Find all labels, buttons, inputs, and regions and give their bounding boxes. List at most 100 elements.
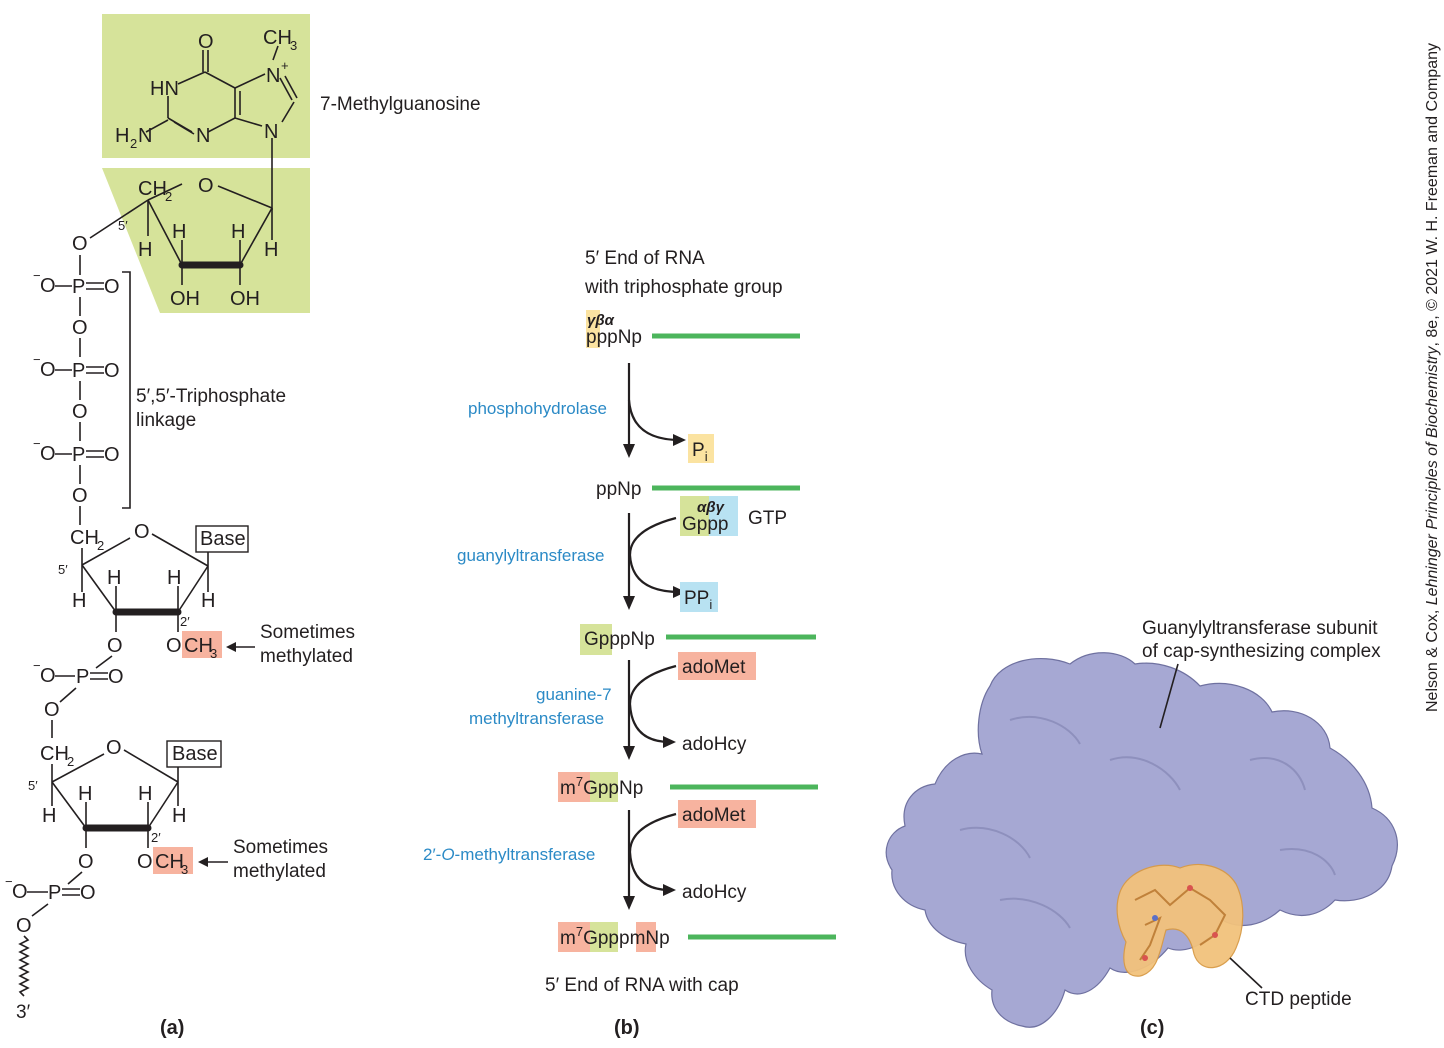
adomet-2: adoMet: [682, 805, 746, 826]
gtp-label: GTP: [748, 508, 787, 529]
svg-text:O: O: [72, 401, 88, 423]
svg-text:O: O: [78, 851, 94, 873]
methylguanosine-label: 7-Methylguanosine: [320, 94, 481, 115]
svg-text:5′: 5′: [118, 218, 128, 233]
credit-line: Nelson & Cox, Lehninger Principles of Bi…: [1424, 43, 1441, 712]
svg-text:2: 2: [165, 189, 172, 204]
guanine-highlight: [102, 14, 310, 158]
svg-text:+: +: [281, 58, 289, 73]
top-caption-2: with triphosphate group: [584, 277, 783, 298]
panel-c: Guanylyltransferase subunit of cap-synth…: [885, 618, 1398, 1039]
svg-text:OH: OH: [170, 288, 200, 310]
panel-b-label: (b): [614, 1017, 640, 1039]
svg-text:O: O: [16, 915, 32, 937]
svg-text:CH: CH: [70, 527, 99, 549]
svg-text:O: O: [107, 635, 123, 657]
nucleotide-2: CH 2 O 5′ H H H H 2′ O O CH 3: [5, 737, 222, 1023]
svg-text:P: P: [72, 276, 85, 298]
svg-text:H: H: [115, 125, 129, 147]
svg-text:H: H: [42, 805, 56, 827]
svg-text:O: O: [137, 851, 153, 873]
svg-text:O: O: [40, 443, 56, 465]
panel-a: O HN H 2 N N N + CH 3 N 7-Methylguanosin…: [5, 14, 481, 1039]
svg-text:5′: 5′: [58, 562, 68, 577]
svg-text:OH: OH: [230, 288, 260, 310]
svg-text:N: N: [138, 125, 152, 147]
sometimes-label-2: Sometimes: [233, 837, 328, 858]
bottom-caption: 5′ End of RNA with cap: [545, 975, 739, 996]
ctd-peptide-label: CTD peptide: [1245, 989, 1352, 1010]
svg-text:H: H: [138, 239, 152, 261]
svg-text:O: O: [104, 276, 120, 298]
svg-text:H: H: [172, 805, 186, 827]
svg-text:3: 3: [181, 862, 188, 877]
panel-a-label: (a): [160, 1017, 184, 1039]
svg-text:O: O: [12, 881, 28, 903]
svg-text:P: P: [72, 444, 85, 466]
svg-text:O: O: [80, 882, 96, 904]
svg-text:H: H: [264, 239, 278, 261]
svg-text:HN: HN: [150, 78, 179, 100]
svg-text:H: H: [231, 221, 245, 243]
svg-text:P: P: [72, 360, 85, 382]
svg-text:O: O: [198, 175, 214, 197]
guanylyltransferase-subunit-label-1: Guanylyltransferase subunit: [1142, 618, 1378, 639]
svg-text:O: O: [198, 31, 214, 53]
adohcy-1: adoHcy: [682, 734, 747, 755]
svg-text:2′: 2′: [151, 830, 161, 845]
svg-text:O: O: [40, 275, 56, 297]
enzyme-methyltransferase: methyltransferase: [469, 709, 604, 728]
gpppnp: GpppNp: [584, 629, 655, 650]
svg-text:O: O: [72, 485, 88, 507]
svg-text:H: H: [167, 567, 181, 589]
svg-text:2: 2: [97, 538, 104, 553]
svg-text:−: −: [5, 874, 13, 889]
protein-surface: [885, 652, 1398, 1028]
svg-text:H: H: [201, 590, 215, 612]
svg-text:CH: CH: [138, 178, 167, 200]
svg-text:N: N: [196, 125, 210, 147]
enzyme-guanylyltransferase: guanylyltransferase: [457, 546, 604, 565]
methylated-label-2: methylated: [233, 861, 326, 882]
svg-text:H: H: [138, 783, 152, 805]
svg-text:H: H: [107, 567, 121, 589]
sometimes-label-1: Sometimes: [260, 622, 355, 643]
three-prime-label: 3′: [16, 1002, 31, 1023]
svg-text:−: −: [33, 352, 41, 367]
base-label-2: Base: [172, 743, 218, 765]
nucleotide-1: CH 2 O 5′ H H H H 2′ O O CH 3: [33, 521, 249, 738]
ribose-highlight: [102, 168, 310, 313]
svg-text:CH: CH: [155, 851, 184, 873]
svg-text:O: O: [72, 317, 88, 339]
svg-text:5′: 5′: [28, 778, 38, 793]
svg-text:O: O: [104, 360, 120, 382]
panel-b: 5′ End of RNA with triphosphate group γβ…: [423, 248, 836, 1039]
svg-text:−: −: [33, 658, 41, 673]
greek-abg: αβγ: [697, 499, 726, 516]
adomet-1: adoMet: [682, 657, 746, 678]
guanylyltransferase-subunit-label-2: of cap-synthesizing complex: [1142, 641, 1381, 662]
svg-text:−: −: [33, 268, 41, 283]
svg-text:2′: 2′: [180, 614, 190, 629]
gppp: Gppp: [682, 514, 729, 535]
svg-text:O: O: [40, 359, 56, 381]
svg-text:O: O: [134, 521, 150, 543]
enzyme-guanine-7: guanine-7: [536, 685, 612, 704]
ppnp: ppNp: [596, 479, 641, 500]
svg-text:P: P: [48, 882, 61, 904]
svg-text:2: 2: [67, 754, 74, 769]
svg-text:O: O: [44, 699, 60, 721]
svg-text:3: 3: [210, 646, 217, 661]
svg-text:3: 3: [290, 38, 297, 53]
m7gpppnp: m7GppNp: [560, 774, 643, 799]
methylated-label-1: methylated: [260, 646, 353, 667]
svg-text:−: −: [33, 436, 41, 451]
m7gpppmnp: m7GpppmNp: [560, 924, 670, 949]
svg-text:O: O: [72, 233, 88, 255]
svg-text:O: O: [108, 666, 124, 688]
ctd-peptide: [1116, 863, 1244, 977]
pppnp: pppNp: [586, 327, 642, 348]
greek-gba: γβα: [587, 312, 615, 329]
ribose-cap: CH 2 O 5′ H H H H OH OH: [89, 175, 278, 310]
product-pi: Pi: [692, 440, 708, 464]
